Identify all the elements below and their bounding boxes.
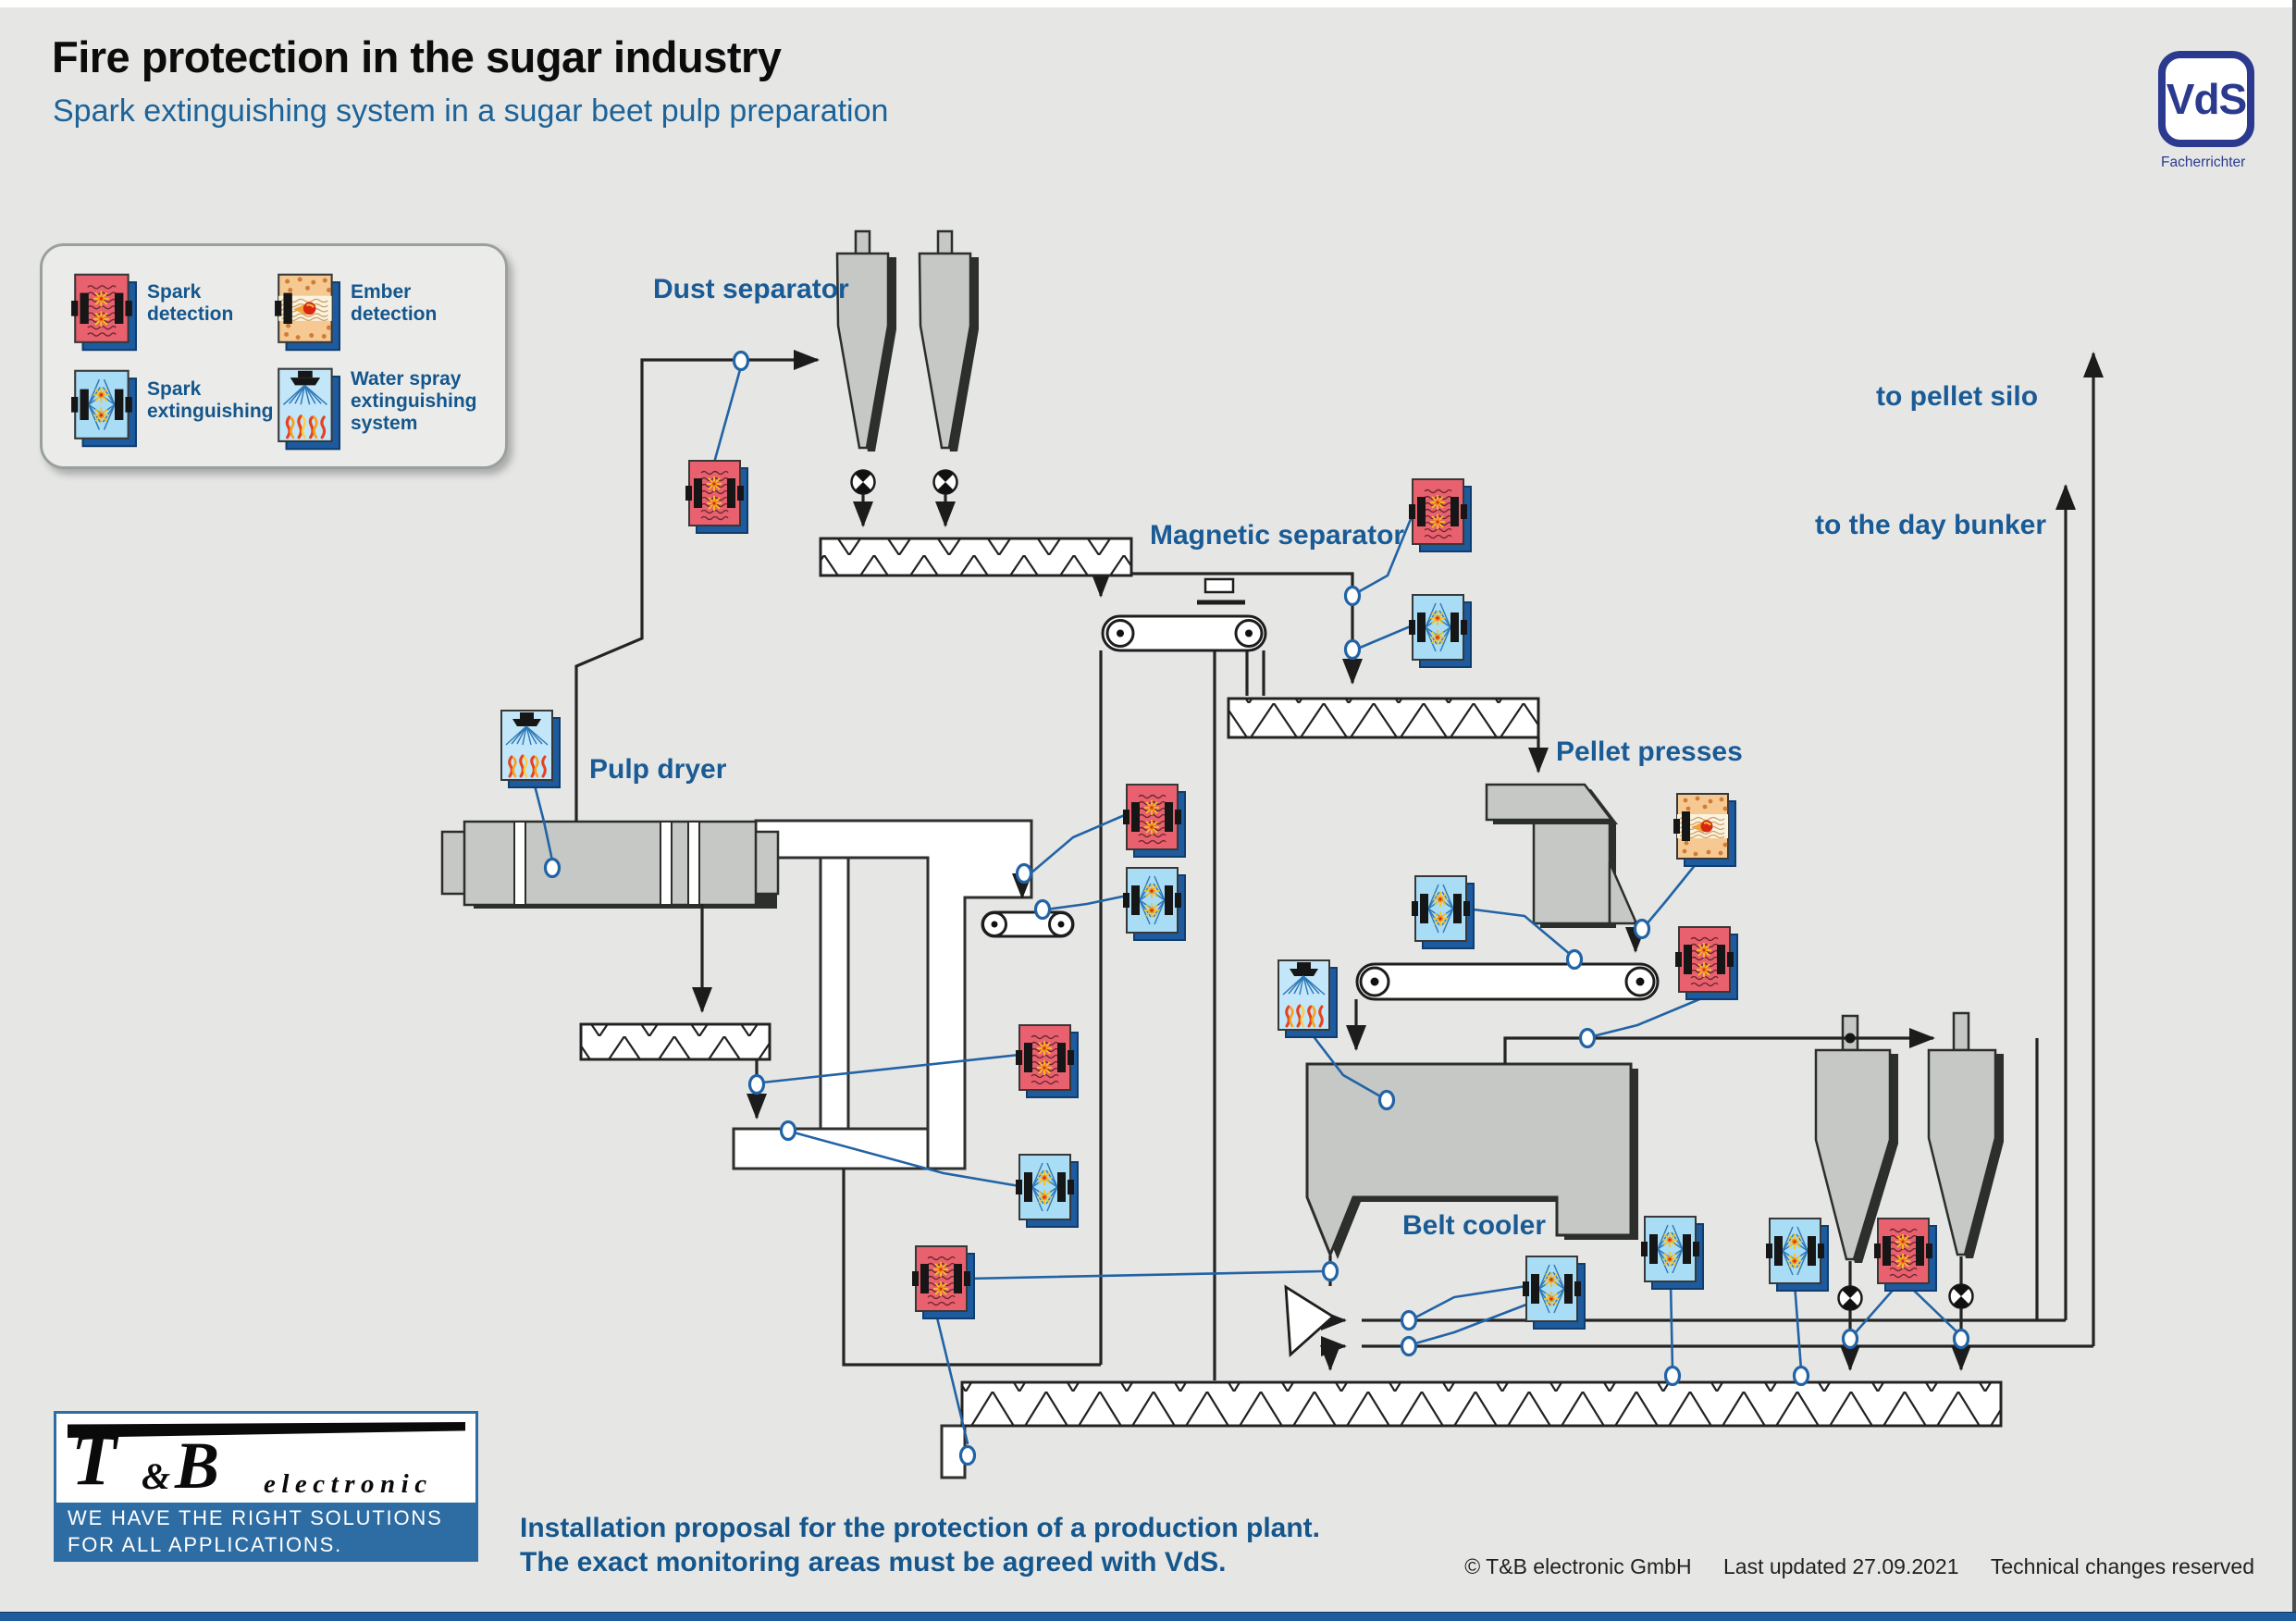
dust-separator-cyclones	[835, 229, 979, 452]
product-cyclones	[1814, 1011, 2004, 1263]
bucket-elevator-duct	[819, 856, 850, 1131]
tb-electronic-text: electronic	[264, 1469, 433, 1499]
detector-wiring	[532, 365, 1959, 1445]
spark-extinguishing-icon	[70, 368, 137, 450]
legend-item-spark-detection	[70, 272, 137, 358]
press-to-cooler-belt	[1355, 962, 1660, 1001]
spark-extinguishing-icon	[1412, 876, 1474, 948]
label-dust-separator: Dust separator	[653, 274, 849, 304]
installation-note: Installation proposal for the protection…	[520, 1511, 1320, 1579]
legend-label: Spark extinguishing	[147, 378, 274, 422]
tb-ampersand: &	[142, 1455, 171, 1497]
duct-system	[732, 819, 1033, 1479]
spark-detection-icon	[1016, 1025, 1078, 1097]
copyright-row: © T&B electronic GmbH Last updated 27.09…	[1464, 1554, 2254, 1579]
tb-logo-mark: T & B electronic	[56, 1414, 475, 1503]
label-pulp-dryer: Pulp dryer	[589, 754, 727, 785]
bottom-collecting-conveyor	[960, 1380, 2003, 1428]
water-spray-icon	[277, 367, 341, 451]
dryer-discharge-conveyor	[579, 1022, 772, 1061]
spark-detection-icon	[1123, 785, 1185, 857]
legend-label: Spark detection	[147, 281, 234, 325]
spark-extinguishing-icon	[1523, 1256, 1585, 1329]
spark-detection-icon	[685, 461, 747, 533]
magnetic-separator-belt	[1101, 577, 1267, 652]
machines	[440, 229, 2004, 1263]
legend-label: Ember detection	[351, 281, 438, 325]
spark-extinguishing-icon	[1766, 1219, 1828, 1291]
pellet-transport-line	[1503, 1028, 1935, 1064]
spark-detection-icon	[1675, 927, 1737, 999]
installation-note-line1: Installation proposal for the protection…	[520, 1513, 1320, 1543]
transfer-belt	[981, 910, 1075, 938]
legend-item-spark-extinguishing	[70, 368, 137, 454]
label-belt-cooler: Belt cooler	[1402, 1210, 1547, 1241]
dryer-to-cyclone-line	[574, 350, 820, 822]
diverter-chute	[1284, 1284, 1336, 1357]
legend-panel: Spark detection Ember detection Spark ex…	[40, 243, 508, 469]
press-feed-conveyor	[1227, 697, 1540, 739]
page-right-border	[2292, 0, 2296, 1621]
legend-item-ember-detection	[274, 272, 340, 358]
spark-extinguishing-icon	[1641, 1217, 1703, 1289]
water-spray-icon	[1277, 959, 1339, 1039]
spark-extinguishing-icon	[1016, 1155, 1078, 1227]
return-duct	[732, 1127, 930, 1170]
copyright-text: © T&B electronic GmbH	[1464, 1554, 1692, 1578]
legend-label: Water spray extinguishing system	[351, 368, 477, 434]
label-pellet-presses: Pellet presses	[1556, 736, 1743, 767]
last-updated-text: Last updated 27.09.2021	[1722, 1554, 1959, 1578]
label-magnetic-separator: Magnetic separator	[1150, 520, 1405, 551]
dryer-exhaust-duct	[754, 819, 1033, 1170]
spark-detection-icon	[1874, 1219, 1936, 1291]
spark-detection-icon	[70, 272, 137, 353]
tb-tagline-line1: WE HAVE THE RIGHT SOLUTIONS	[68, 1506, 443, 1529]
page-top-margin	[0, 0, 2296, 7]
pellet-press-machine	[1485, 783, 1638, 928]
dust-separator-conveyor	[819, 537, 1133, 577]
tb-letter-b: B	[175, 1429, 220, 1503]
tb-logo-bar	[68, 1422, 465, 1438]
magnet	[1204, 577, 1235, 594]
page-bottom-bar	[0, 1612, 2296, 1621]
pulp-dryer-machine	[440, 820, 780, 909]
page-title: Fire protection in the sugar industry	[52, 32, 782, 81]
legend-item-water-spray	[274, 366, 341, 457]
installation-note-line2: The exact monitoring areas must be agree…	[520, 1547, 1227, 1578]
tb-tagline: WE HAVE THE RIGHT SOLUTIONS FOR ALL APPL…	[56, 1503, 475, 1559]
screw-conveyors	[579, 537, 2003, 1428]
page-subtitle: Spark extinguishing system in a sugar be…	[53, 93, 889, 129]
ember-detection-icon	[274, 273, 340, 352]
water-spray-icon	[500, 709, 562, 789]
spark-detection-icon	[912, 1246, 974, 1318]
rotary-valves	[850, 469, 1974, 1311]
ember-detection-icon	[1673, 793, 1736, 867]
tb-letter-t: T	[71, 1419, 117, 1501]
belt-conveyors	[981, 577, 1660, 1357]
tb-tagline-line2: FOR ALL APPLICATIONS.	[68, 1533, 342, 1556]
spark-extinguishing-icon	[1409, 595, 1471, 667]
tb-electronic-logo: T & B electronic WE HAVE THE RIGHT SOLUT…	[54, 1411, 478, 1562]
vds-caption: Facherrichter	[2161, 155, 2246, 170]
rights-text: Technical changes reserved	[1990, 1554, 2254, 1578]
label-to-day-bunker: to the day bunker	[1815, 510, 2047, 540]
vds-logo: VdS	[2158, 51, 2254, 147]
label-to-pellet-silo: to pellet silo	[1876, 381, 2039, 412]
spark-extinguishing-icon	[1123, 868, 1185, 940]
belt-cooler-machine	[1305, 1062, 1638, 1259]
spark-detection-icon	[1409, 479, 1471, 551]
